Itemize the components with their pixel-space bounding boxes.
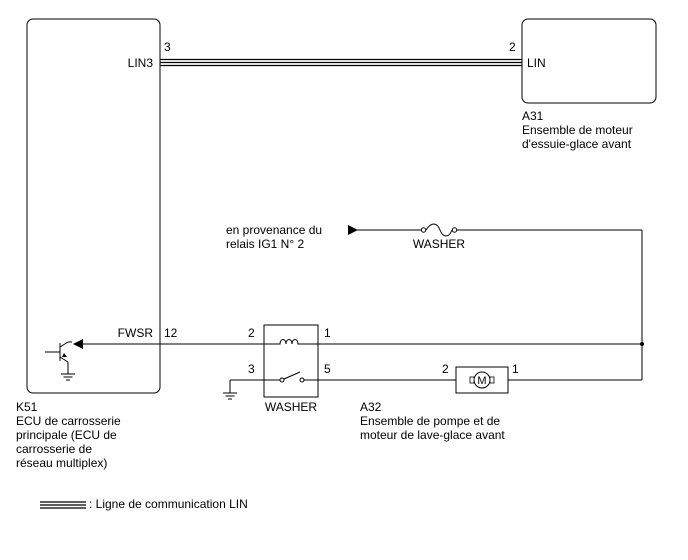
pin-lin-label: LIN (527, 56, 546, 70)
washer-relay-box (263, 324, 319, 398)
relay-ground-symbol (223, 392, 237, 400)
ecu-k51-name-line2: principale (ECU de (16, 428, 117, 442)
pin-lin-number: 2 (509, 40, 516, 54)
pin-lin3-label: LIN3 (128, 56, 154, 70)
relay-pin-coil-out: 1 (324, 326, 331, 340)
relay-pin-coil-in: 2 (248, 326, 255, 340)
washer-motor-a32-name-line1: Ensemble de pompe et de (360, 414, 500, 428)
ecu-k51-box (26, 18, 161, 394)
wiper-motor-a31-name-line2: d'essuie-glace avant (522, 137, 632, 151)
ecu-k51-name-line3: carrosserie de (16, 442, 92, 456)
wiper-motor-a31-code: A31 (522, 109, 544, 123)
legend-lin-symbol (40, 501, 86, 509)
relay-pin-switch-out: 5 (324, 362, 331, 376)
pin-fwsr-label: FWSR (118, 326, 154, 340)
wiper-motor-a31-name-line1: Ensemble de moteur (522, 123, 633, 137)
wiper-motor-a31-box (521, 18, 657, 104)
relay-pin-switch-ground: 3 (248, 362, 255, 376)
washer-motor-pin-left: 2 (442, 362, 449, 376)
washer-motor-pin-right: 1 (512, 362, 519, 376)
fuse-label: WASHER (413, 237, 466, 251)
relay-coil-symbol (264, 339, 318, 345)
transistor-symbol (45, 341, 72, 374)
fwsr-input-arrow (73, 339, 83, 349)
washer-motor-a32-name-line2: moteur de lave-glace avant (360, 428, 505, 442)
relay-label: WASHER (265, 400, 318, 414)
ecu-ground-symbol (61, 373, 75, 381)
pin-fwsr-number: 12 (164, 326, 178, 340)
relay-switch-symbol (264, 371, 318, 383)
washer-motor-a32-code: A32 (360, 400, 382, 414)
ecu-k51-code: K51 (16, 400, 38, 414)
power-source-label-line2: relais IG1 N° 2 (226, 237, 304, 251)
motor-symbol-letter: M (477, 375, 486, 387)
pin-lin3-number: 3 (164, 40, 171, 54)
ecu-k51-name-line4: réseau multiplex) (16, 456, 107, 470)
legend-text: : Ligne de communication LIN (89, 497, 248, 511)
fuse-symbol (420, 223, 458, 237)
ecu-k51-name-line1: ECU de carrosserie (16, 414, 121, 428)
power-source-label-line1: en provenance du (226, 223, 322, 237)
power-source-arrow (348, 225, 358, 235)
lin-communication-line (160, 58, 522, 67)
